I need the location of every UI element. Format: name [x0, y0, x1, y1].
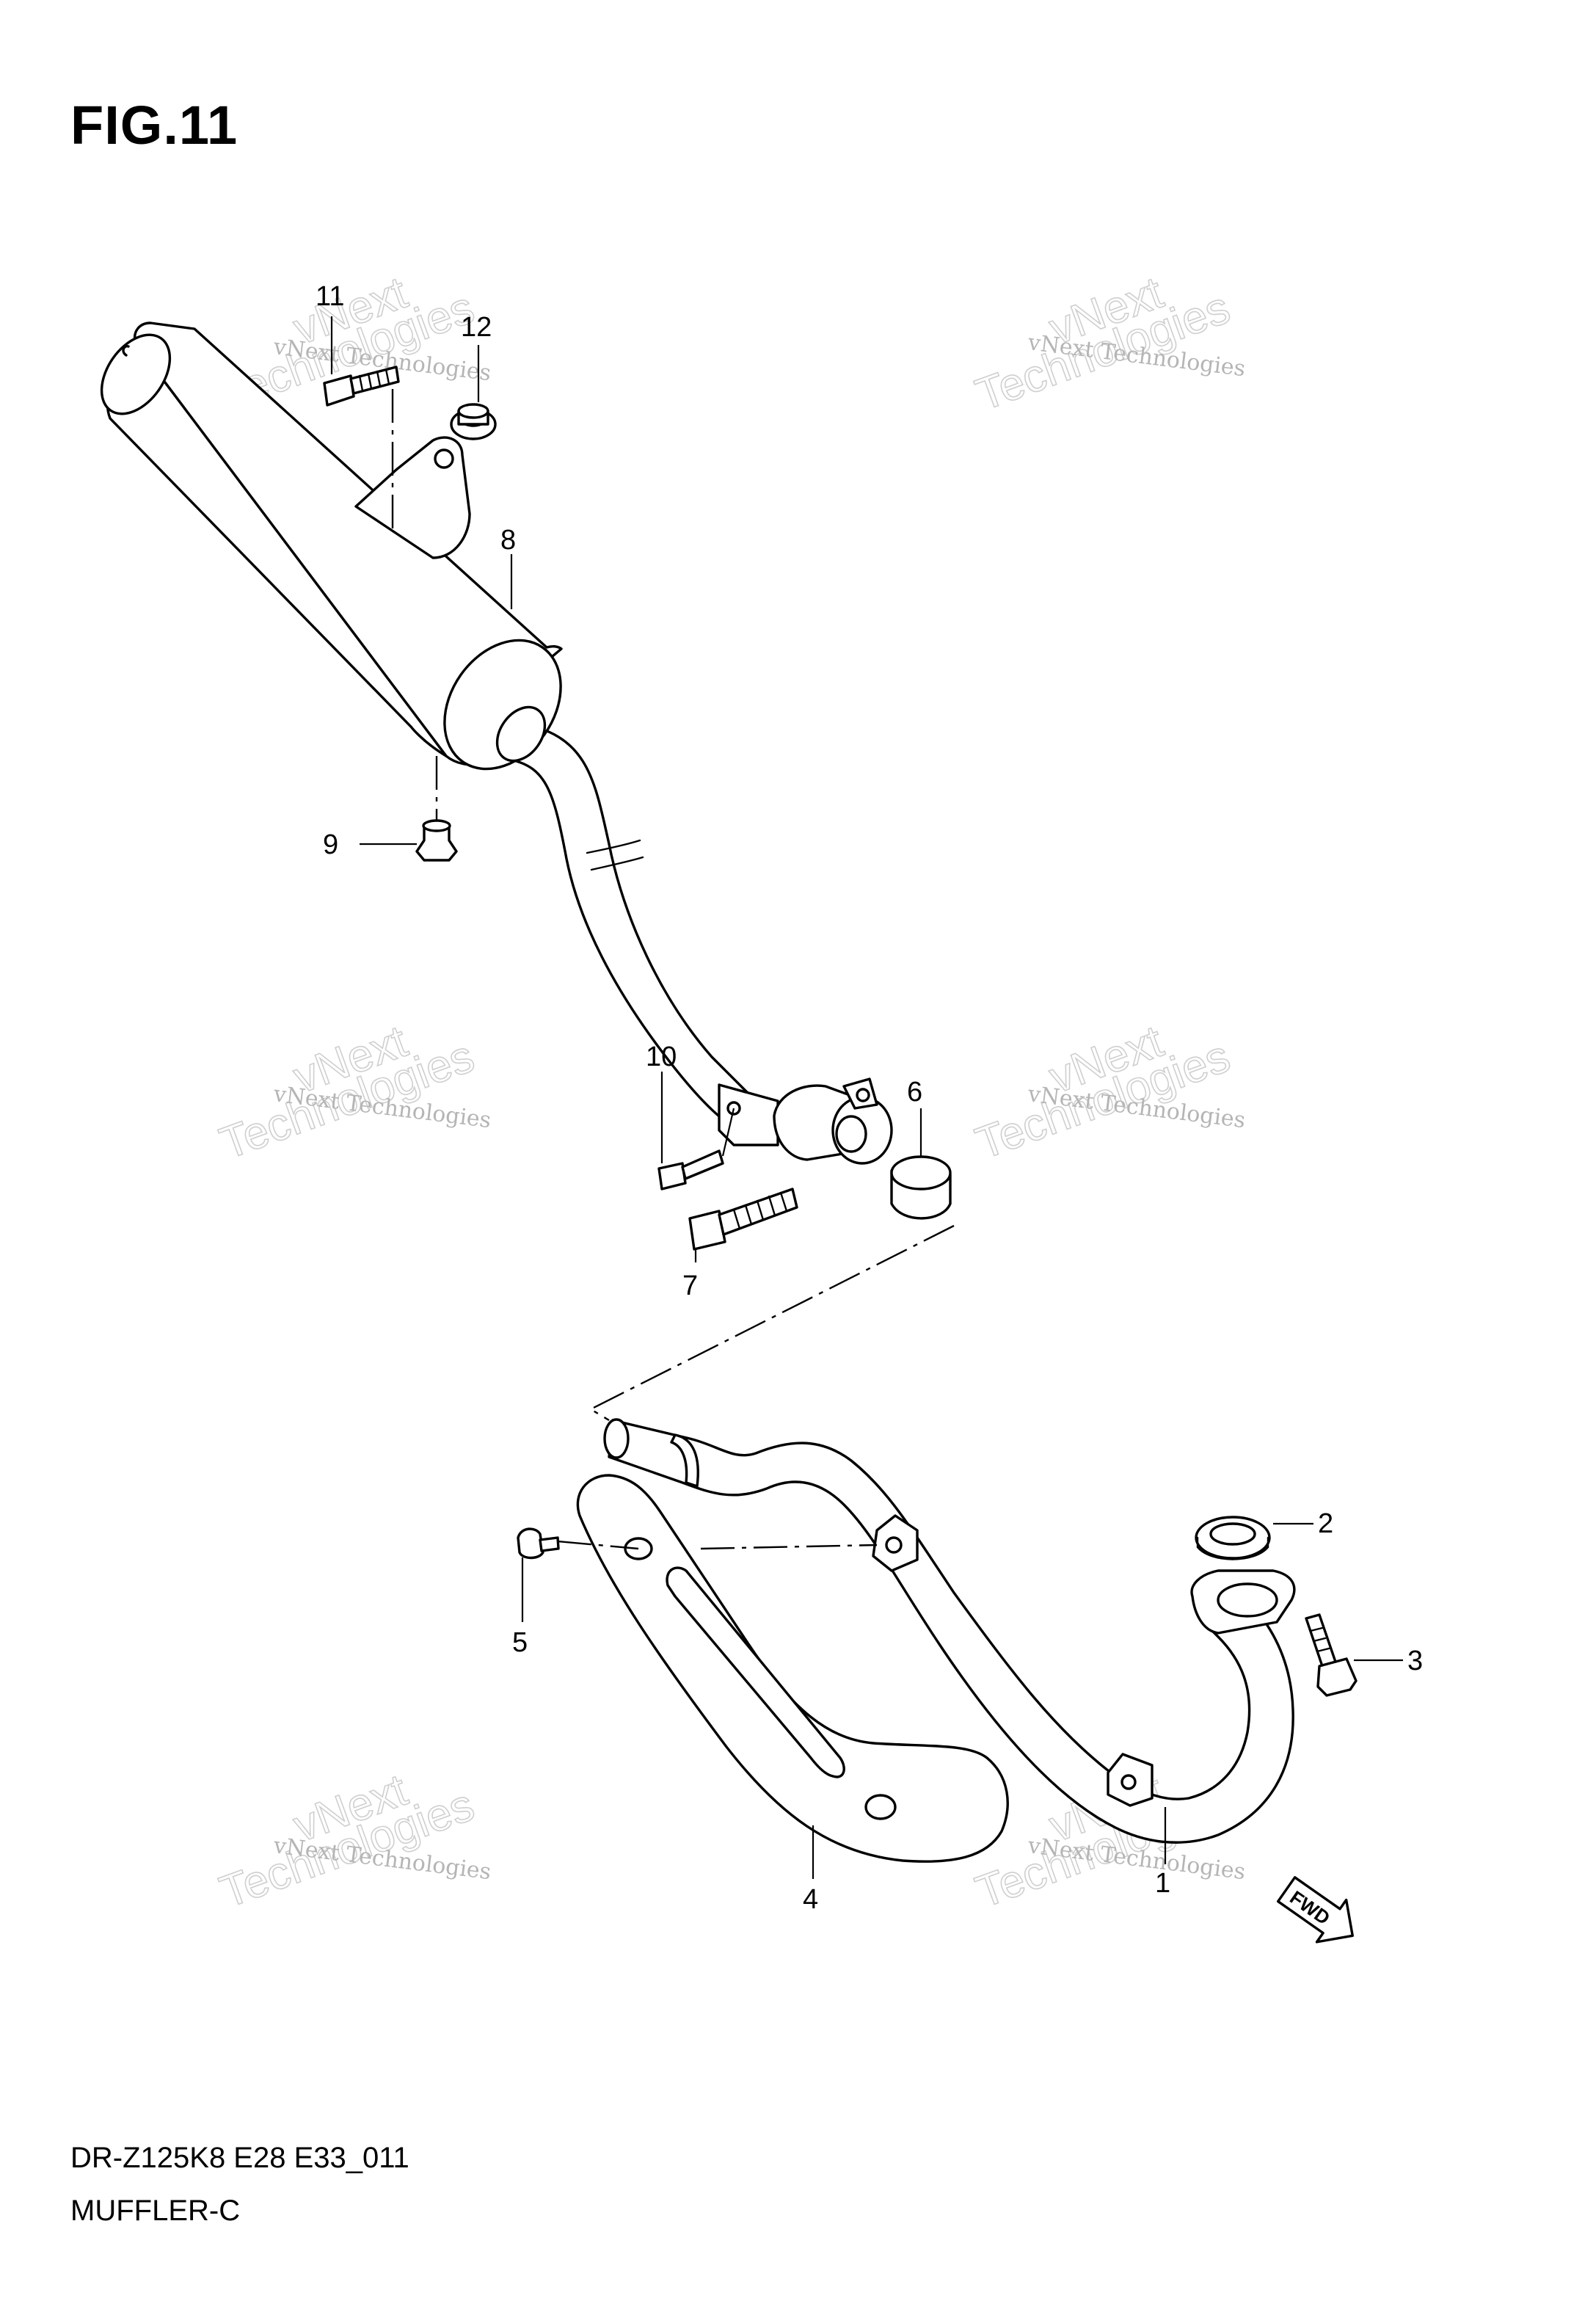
part-joint-clamp — [718, 1077, 893, 1165]
watermark-mid-right: vNext Technologies vNext Technologies — [969, 1015, 1247, 1170]
callout-4: 4 — [803, 1884, 818, 1915]
part-2-gasket — [1195, 1516, 1271, 1560]
callout-11: 11 — [316, 281, 344, 312]
callout-5: 5 — [512, 1627, 528, 1658]
callout-7: 7 — [682, 1270, 698, 1301]
part-3-bolt — [1305, 1613, 1358, 1697]
part-9-bolt — [415, 756, 458, 862]
part-10-bolt — [657, 1108, 735, 1190]
watermark-mid-left: vNext Technologies vNext Technologies — [213, 1015, 492, 1170]
part-4-heat-shield — [576, 1474, 1009, 1863]
leader-dashed-bracket — [700, 1544, 878, 1550]
part-8-muffler — [100, 321, 750, 1121]
callout-12: 12 — [461, 312, 492, 343]
leader-dashed-5 — [557, 1540, 639, 1550]
part-6-gasket — [890, 1155, 952, 1220]
callout-8: 8 — [500, 525, 516, 556]
watermark-top-right: vNext Technologies vNext Technologies — [969, 266, 1247, 421]
part-12-grommet — [450, 403, 497, 440]
watermark-bottom-left: vNext Technologies vNext Technologies — [213, 1764, 492, 1919]
part-7-bolt — [688, 1188, 798, 1251]
figure-title: FIG.11 — [70, 95, 238, 156]
forward-arrow-icon: FWD — [1276, 1876, 1354, 1944]
callout-10: 10 — [646, 1042, 677, 1072]
callout-1: 1 — [1155, 1868, 1170, 1899]
callout-2: 2 — [1318, 1508, 1333, 1539]
callout-6: 6 — [907, 1077, 922, 1108]
callout-9: 9 — [323, 829, 338, 860]
footer-name: MUFFLER-C — [70, 2195, 241, 2227]
part-5-bolt — [517, 1527, 560, 1560]
part-11-bolt — [323, 366, 400, 407]
part-1-exhaust-pipe — [603, 1418, 1296, 1844]
leader-dashed-joint — [589, 1224, 955, 1422]
callout-3: 3 — [1407, 1646, 1423, 1676]
footer-code: DR-Z125K8 E28 E33_011 — [70, 2142, 409, 2174]
